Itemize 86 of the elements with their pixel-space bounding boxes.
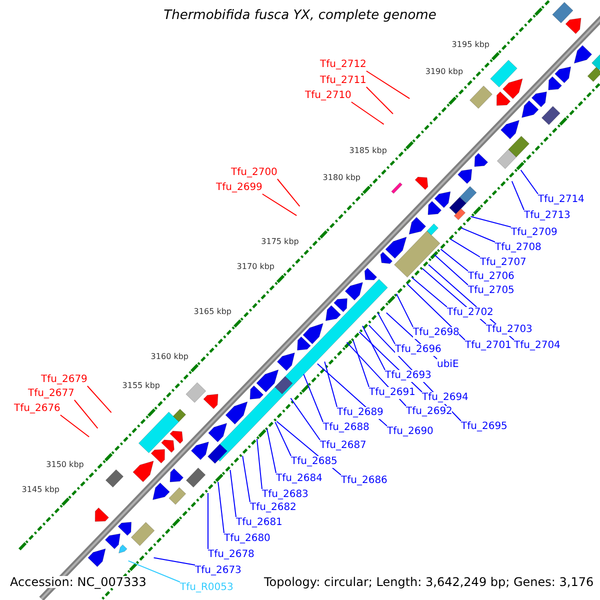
scale-label: 3185 kbp — [349, 145, 387, 158]
gene-label: Tfu_2712 — [320, 59, 366, 71]
leader-line — [303, 374, 324, 422]
leader-line — [86, 386, 112, 414]
gene-label: Tfu_2689 — [337, 407, 384, 419]
gene-label: Tfu_2682 — [250, 502, 296, 514]
leader-line — [60, 414, 90, 438]
gene-label: Tfu_2699 — [216, 182, 262, 194]
gene-label: Tfu_2686 — [341, 475, 388, 487]
gene-label: Tfu_2713 — [524, 210, 570, 222]
leader-line — [276, 178, 300, 207]
gene-label: Tfu_2673 — [195, 565, 242, 577]
leader-line — [406, 284, 466, 340]
scale-label: 3165 kbp — [194, 306, 232, 318]
scale-label: 3160 kbp — [150, 350, 188, 362]
leader-line — [218, 481, 224, 534]
gene-label: Tfu_2714 — [538, 194, 584, 206]
scale-label: 3170 kbp — [236, 261, 274, 274]
leader-line — [470, 216, 512, 228]
gene-label: Tfu_2676 — [14, 403, 60, 415]
gene-label: Tfu_2700 — [231, 167, 278, 179]
gene-label: Tfu_2694 — [422, 392, 468, 404]
scale-label: 3145 kbp — [22, 484, 60, 496]
scale-label: 3155 kbp — [122, 380, 160, 392]
gene-label: Tfu_2695 — [461, 421, 508, 433]
gene-label: Tfu_2711 — [320, 75, 366, 87]
gene-label: Tfu_2696 — [395, 344, 442, 356]
leader-line — [460, 227, 496, 242]
leader-line — [450, 238, 480, 258]
leader-line — [366, 70, 410, 100]
gene-label: Tfu_2679 — [41, 374, 88, 386]
leader-line — [266, 428, 276, 474]
leader-line — [262, 194, 298, 216]
gene-label: Tfu_2692 — [406, 406, 452, 418]
leader-line — [74, 400, 98, 429]
gene-label: Tfu_2709 — [511, 227, 558, 239]
gene-label: Tfu_2685 — [291, 456, 338, 468]
gene-label: Tfu_2703 — [486, 324, 532, 336]
gene-label: Tfu_2677 — [28, 388, 74, 400]
leader-line — [153, 557, 196, 566]
gene-label: Tfu_2681 — [236, 517, 282, 529]
gene-label: Tfu_2687 — [320, 440, 366, 452]
gene-label: Tfu_2684 — [276, 473, 322, 485]
leader-line — [411, 276, 448, 308]
leader-line — [440, 248, 468, 272]
gene-label: Tfu_2702 — [447, 307, 494, 319]
leader-line — [230, 469, 236, 518]
gene-label: Tfu_2706 — [468, 271, 514, 283]
gene-label: Tfu_2705 — [468, 285, 514, 297]
leader-line — [511, 180, 524, 210]
gene-label: Tfu_2708 — [495, 242, 542, 254]
gene-label: Tfu_2710 — [305, 90, 352, 102]
leader-line — [290, 398, 320, 440]
footer-text: Accession: NC_007333 — [8, 576, 148, 588]
gene-label: Tfu_2678 — [208, 549, 254, 561]
gene-label: Tfu_2691 — [369, 387, 416, 399]
gene-label: Tfu_2683 — [262, 489, 308, 501]
footer-text: Topology: circular; Length: 3,642,249 bp; Genes: 3,176 — [262, 576, 596, 588]
leader-line — [396, 293, 414, 328]
leader-line — [520, 170, 538, 194]
scale-label: 3190 kbp — [425, 66, 464, 78]
scale-label: 3150 kbp — [46, 459, 84, 472]
gene-label: Tfu_2693 — [385, 370, 432, 382]
scale-label: 3180 kbp — [322, 172, 360, 184]
leader-line — [128, 560, 180, 582]
gene-label: Tfu_2698 — [413, 327, 460, 339]
scale-label: 3195 kbp — [452, 38, 490, 51]
map-title: Thermobifida fusca YX, complete genome — [162, 10, 438, 22]
leader-line — [242, 455, 250, 502]
leader-line — [366, 86, 394, 114]
leader-line — [256, 438, 262, 490]
gene-label: Tfu_2704 — [514, 340, 560, 352]
leader-line — [352, 340, 370, 388]
gene-label: Tfu_2688 — [323, 422, 370, 434]
leader-line — [350, 102, 384, 125]
leader-line — [324, 361, 338, 408]
gene-label: Tfu_2690 — [387, 426, 434, 438]
scale-label: 3175 kbp — [261, 236, 299, 248]
leader-line — [377, 312, 396, 344]
gene-label: Tfu_2707 — [480, 257, 526, 269]
leader-line — [362, 325, 386, 370]
gene-label: Tfu_2680 — [224, 533, 270, 545]
leader-line — [434, 254, 468, 286]
gene-label: Tfu_R0053 — [180, 582, 234, 594]
gene-label: Tfu_2701 — [465, 340, 512, 352]
leader-line — [274, 422, 292, 456]
